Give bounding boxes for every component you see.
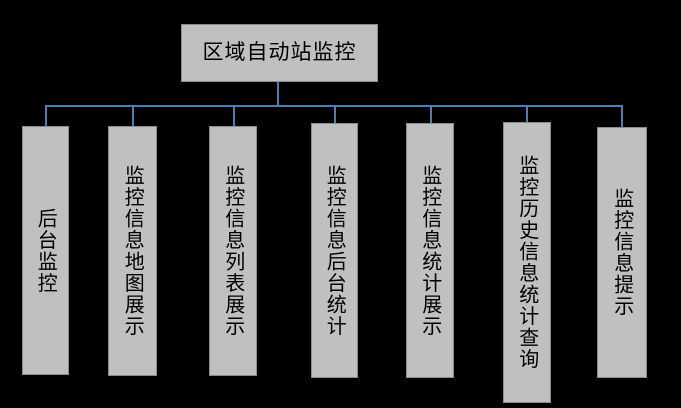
child-node-5-label: 监控信息统计展示 xyxy=(418,164,443,337)
drop-connector-3 xyxy=(233,105,235,127)
child-node-6[interactable]: 监控历史信息统计查询 xyxy=(503,122,551,403)
child-node-5[interactable]: 监控信息统计展示 xyxy=(406,123,454,378)
root-node[interactable]: 区域自动站监控 xyxy=(181,24,378,82)
child-node-4-label: 监控信息后台统计 xyxy=(323,164,348,337)
child-node-6-label: 监控历史信息统计查询 xyxy=(515,155,540,370)
drop-connector-5 xyxy=(430,105,432,123)
child-node-2-label: 监控信息地图展示 xyxy=(121,165,146,337)
root-stem-connector xyxy=(277,82,279,106)
drop-connector-1 xyxy=(45,105,47,127)
child-node-1-label: 后台监控 xyxy=(34,207,59,294)
drop-connector-2 xyxy=(132,105,134,127)
child-node-4[interactable]: 监控信息后台统计 xyxy=(311,123,358,378)
child-node-1[interactable]: 后台监控 xyxy=(22,126,69,375)
child-node-3-label: 监控信息列表展示 xyxy=(221,165,246,337)
drop-connector-6 xyxy=(526,105,528,122)
drop-connector-4 xyxy=(334,105,336,123)
root-node-label: 区域自动站监控 xyxy=(202,40,357,65)
drop-connector-7 xyxy=(621,105,623,127)
child-node-7[interactable]: 监控信息提示 xyxy=(597,127,647,378)
child-node-7-label: 监控信息提示 xyxy=(610,188,635,317)
child-node-2[interactable]: 监控信息地图展示 xyxy=(108,126,157,376)
child-node-3[interactable]: 监控信息列表展示 xyxy=(209,126,257,376)
